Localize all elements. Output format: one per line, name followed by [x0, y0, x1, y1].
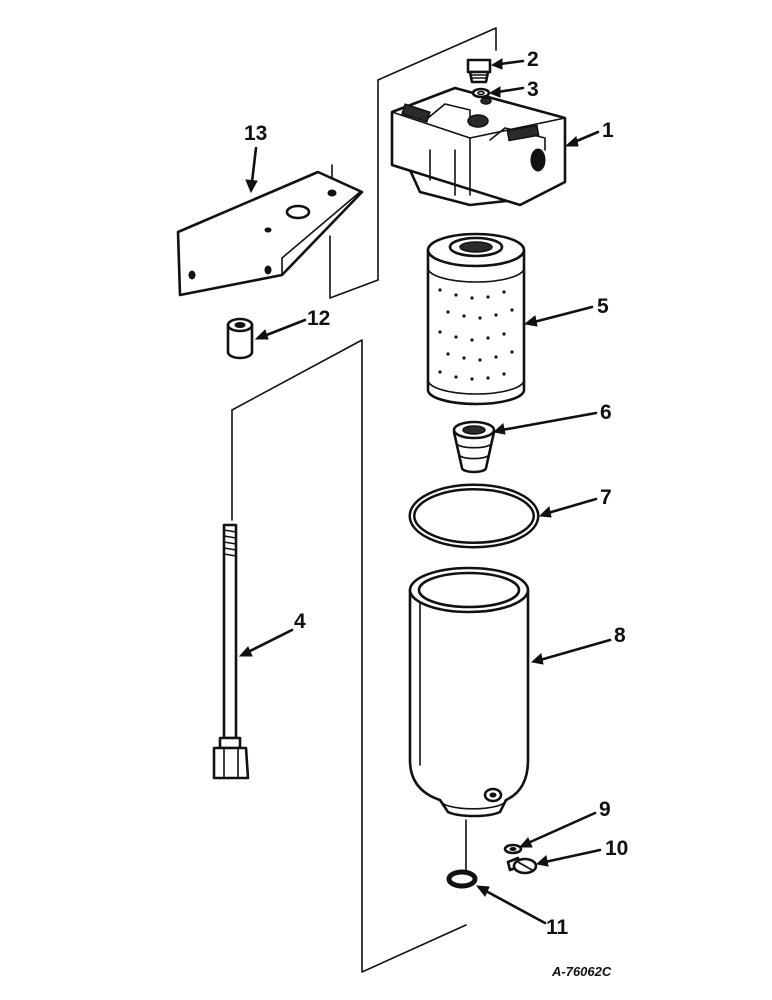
leader-lines [238, 58, 612, 925]
bolt-part-4 [212, 523, 250, 780]
callout-3: 3 [527, 78, 539, 101]
callout-6: 6 [600, 401, 612, 424]
bowl-part-8 [408, 566, 530, 818]
callout-11: 11 [546, 916, 569, 939]
spacer-part-12 [226, 317, 254, 360]
assembly-phantom-lines [231, 27, 497, 973]
o-ring-part-7 [408, 483, 540, 549]
callout-4: 4 [294, 610, 306, 633]
callout-7: 7 [600, 486, 612, 509]
filter-element-part-5 [426, 232, 526, 406]
filter-head-part-1 [390, 86, 567, 207]
callout-12: 12 [307, 307, 330, 330]
washer-part-11 [446, 869, 478, 889]
callout-8: 8 [614, 624, 626, 647]
filter-perforations [438, 288, 514, 381]
drain-plug-part-10 [506, 856, 538, 875]
washer-part-3 [471, 87, 491, 99]
callout-10: 10 [605, 837, 628, 860]
callout-1: 1 [602, 119, 614, 142]
gasket-part-9 [503, 843, 523, 855]
callout-9: 9 [599, 798, 611, 821]
figure-id: A-76062C [551, 964, 612, 979]
callout-labels: 1 2 3 4 5 6 7 8 9 10 11 12 13 [244, 48, 628, 939]
callout-13: 13 [244, 122, 267, 145]
bracket-part-13 [176, 170, 364, 297]
callout-2: 2 [527, 48, 539, 71]
spring-part-6 [452, 420, 496, 474]
plug-part-2 [466, 58, 492, 84]
callout-5: 5 [597, 295, 609, 318]
